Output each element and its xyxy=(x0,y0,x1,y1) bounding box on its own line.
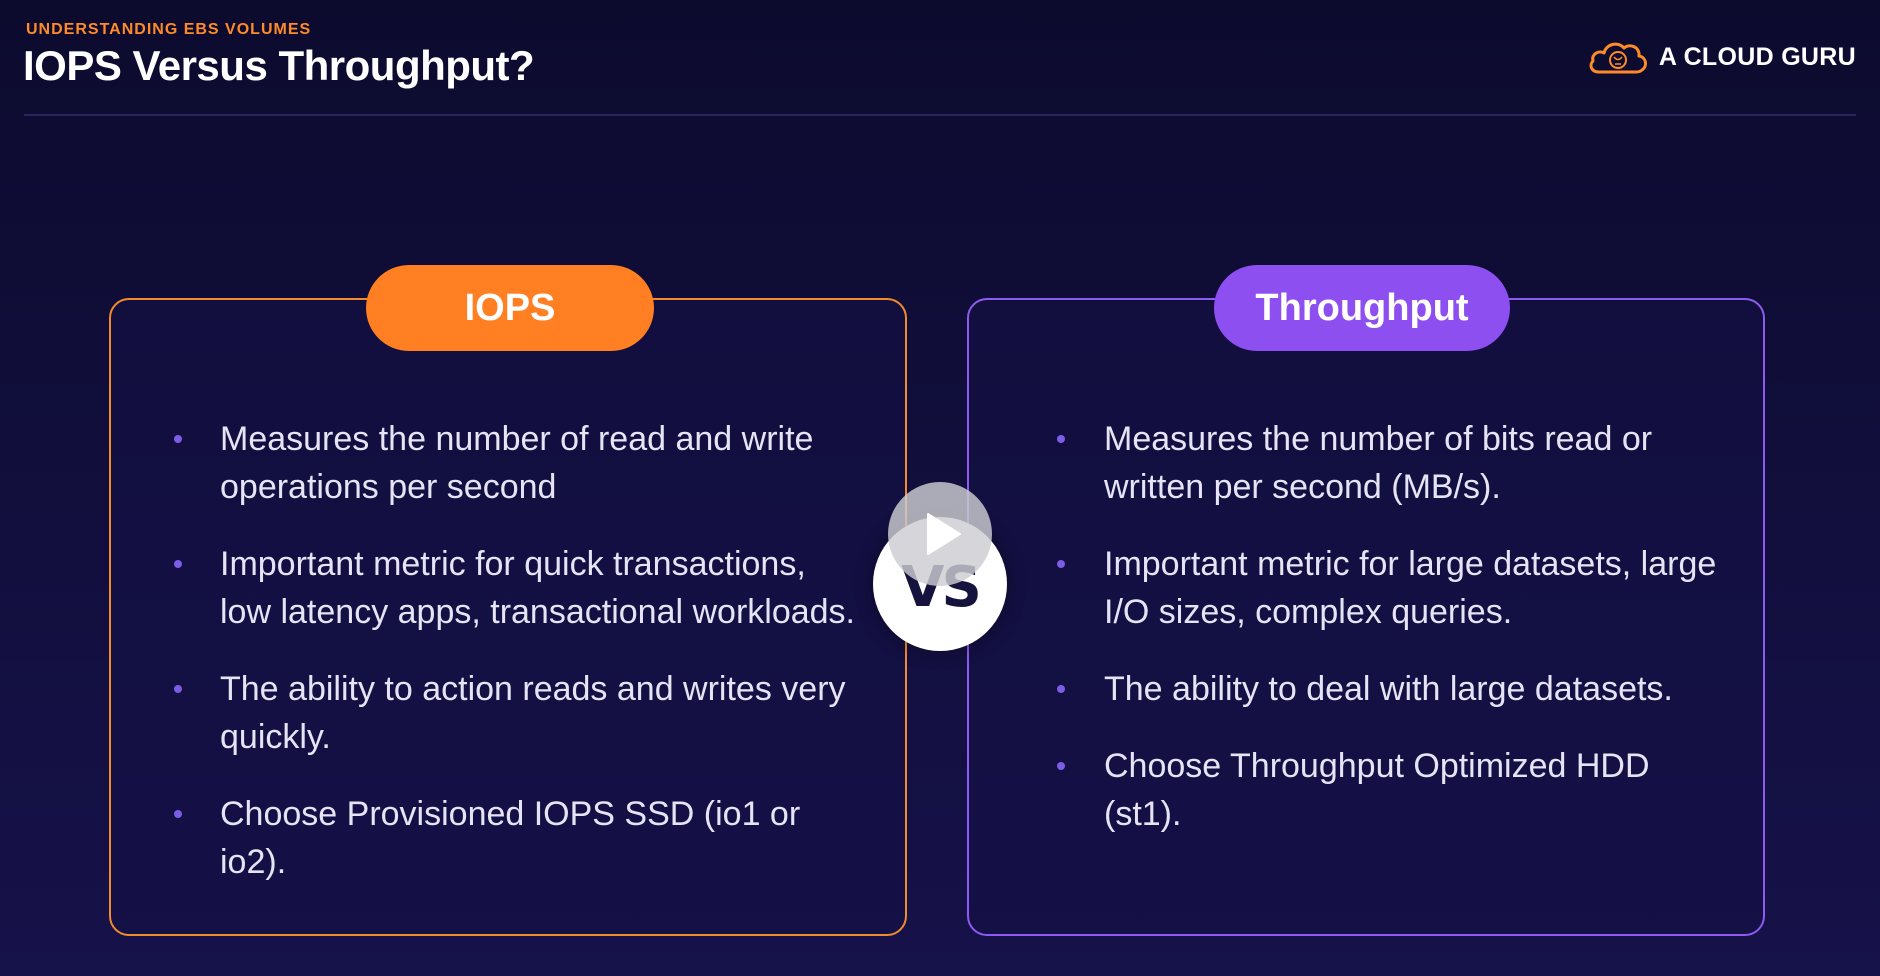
bullet-dot-icon xyxy=(174,560,182,568)
throughput-card: Throughput Measures the number of bits r… xyxy=(967,265,1765,936)
bullet-text: Choose Throughput Optimized HDD (st1). xyxy=(1104,747,1650,833)
brand: A CLOUD GURU xyxy=(1587,38,1856,76)
bullet-dot-icon xyxy=(1057,762,1065,770)
bullet-dot-icon xyxy=(1057,685,1065,693)
bullet-dot-icon xyxy=(1057,560,1065,568)
throughput-bullet-list: Measures the number of bits read or writ… xyxy=(969,415,1763,867)
iops-bullet-list: Measures the number of read and write op… xyxy=(111,415,905,915)
list-item: The ability to deal with large datasets. xyxy=(969,665,1763,713)
list-item: Choose Throughput Optimized HDD (st1). xyxy=(969,742,1763,838)
bullet-text: The ability to deal with large datasets. xyxy=(1104,670,1673,708)
bullet-text: Choose Provisioned IOPS SSD (io1 or io2)… xyxy=(220,795,801,881)
bullet-dot-icon xyxy=(174,810,182,818)
bullet-dot-icon xyxy=(1057,435,1065,443)
header-divider xyxy=(24,114,1856,116)
play-icon xyxy=(918,512,962,556)
bullet-text: Measures the number of read and write op… xyxy=(220,420,814,506)
list-item: Important metric for large datasets, lar… xyxy=(969,540,1763,636)
cloud-logo-icon xyxy=(1587,38,1649,76)
bullet-dot-icon xyxy=(174,435,182,443)
iops-pill: IOPS xyxy=(366,265,654,351)
iops-card: IOPS Measures the number of read and wri… xyxy=(109,265,907,936)
play-button[interactable] xyxy=(888,482,992,586)
slide-eyebrow: UNDERSTANDING EBS VOLUMES xyxy=(26,21,312,38)
bullet-text: Measures the number of bits read or writ… xyxy=(1104,420,1653,506)
slide-title: IOPS Versus Throughput? xyxy=(23,42,535,89)
bullet-dot-icon xyxy=(174,685,182,693)
bullet-text: The ability to action reads and writes v… xyxy=(220,670,846,756)
throughput-pill: Throughput xyxy=(1214,265,1510,351)
bullet-text: Important metric for large datasets, lar… xyxy=(1104,545,1717,631)
brand-name: A CLOUD GURU xyxy=(1658,42,1856,71)
list-item: Important metric for quick transactions,… xyxy=(111,540,905,636)
list-item: Measures the number of read and write op… xyxy=(111,415,905,511)
list-item: Measures the number of bits read or writ… xyxy=(969,415,1763,511)
bullet-text: Important metric for quick transactions,… xyxy=(220,545,855,631)
list-item: Choose Provisioned IOPS SSD (io1 or io2)… xyxy=(111,790,905,886)
list-item: The ability to action reads and writes v… xyxy=(111,665,905,761)
